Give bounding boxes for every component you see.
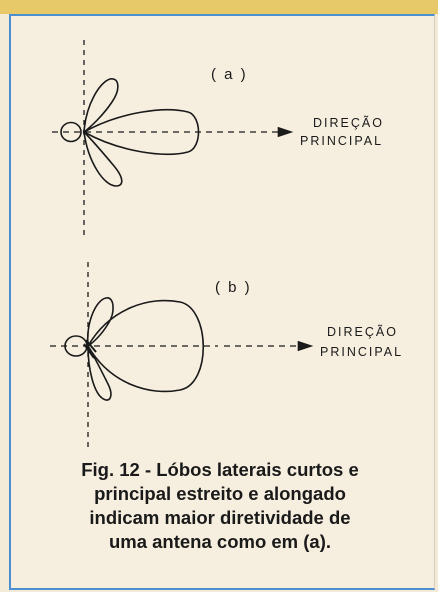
panel-a-direction-line2: PRINCIPAL: [300, 134, 383, 148]
figure-caption: Fig. 12 - Lóbos laterais curtos e princi…: [20, 458, 420, 554]
caption-line: uma antena como em (a).: [108, 531, 332, 552]
panel-b-label: ( b ): [215, 279, 252, 296]
panel-a-lower-side-lobe: [82, 129, 123, 187]
caption-line: principal estreito e alongado: [94, 483, 346, 504]
panel-b-direction-line2: PRINCIPAL: [320, 345, 403, 359]
figure-frame: [9, 14, 435, 590]
caption-line: Fig. 12 - Lóbos laterais curtos e: [81, 459, 359, 480]
panel-a-main-lobe: [82, 109, 200, 155]
panel-b-direction-line1: DIREÇÃO: [327, 325, 398, 339]
top-color-strip: [0, 0, 438, 14]
panel-a: [52, 40, 294, 240]
panel-b-upper-side-lobe: [86, 297, 114, 348]
panel-b: [50, 262, 314, 448]
panel-b-main-lobe: [87, 299, 205, 393]
panel-a-back-lobe: [60, 121, 82, 143]
panel-a-direction-line1: DIREÇÃO: [313, 116, 384, 130]
panel-a-upper-side-lobe: [83, 78, 119, 134]
caption-line: indicam maior diretividade de: [89, 507, 351, 528]
panel-b-center-shading: [83, 339, 97, 359]
panel-b-back-lobe: [64, 335, 88, 357]
panel-b-lower-side-lobe: [87, 343, 112, 401]
panel-a-label: ( a ): [211, 66, 248, 83]
